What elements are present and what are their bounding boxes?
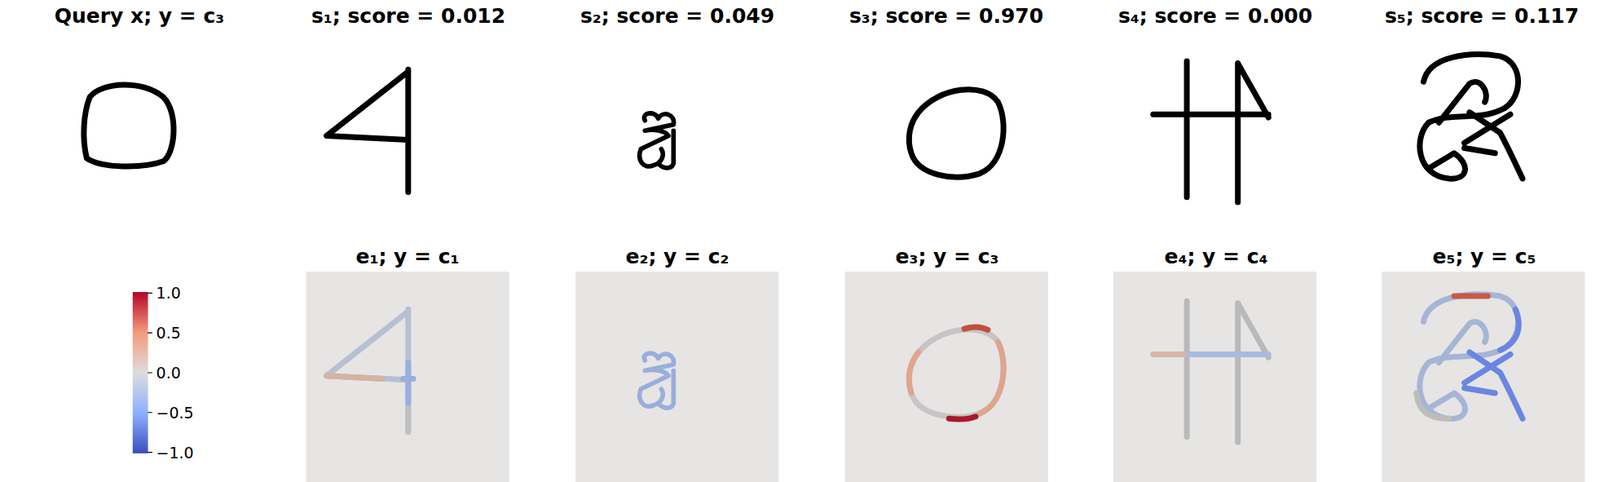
panel-title: s₃; score = 0.970 (849, 4, 1044, 28)
colorbar (132, 291, 149, 454)
glyph-images (83, 54, 1523, 203)
panel-title: Query x; y = c₃ (54, 4, 225, 28)
colorbar-ticks (148, 292, 153, 452)
panel-title: s₁; score = 0.012 (311, 4, 506, 28)
explanation-panels (306, 271, 1586, 482)
tick-label: −0.5 (156, 403, 194, 422)
panel-title: s₄; score = 0.000 (1118, 4, 1313, 28)
panel-title: e₃; y = c₃ (894, 244, 999, 269)
explanation-heatmaps (326, 294, 1523, 442)
panel-title: s₂; score = 0.049 (580, 4, 775, 28)
panel-title: e₅; y = c₅ (1432, 244, 1536, 269)
tick-label: 0.5 (156, 323, 181, 342)
panel-title: e₂; y = c₂ (625, 244, 729, 269)
tick-label: 0.0 (156, 363, 181, 382)
tick-label: 1.0 (156, 283, 181, 302)
panel-title: s₅; score = 0.117 (1384, 4, 1579, 28)
tick-label: −1.0 (156, 443, 194, 462)
panel-title: e₁; y = c₁ (355, 244, 459, 269)
panel-title: e₄; y = c₄ (1163, 244, 1268, 269)
